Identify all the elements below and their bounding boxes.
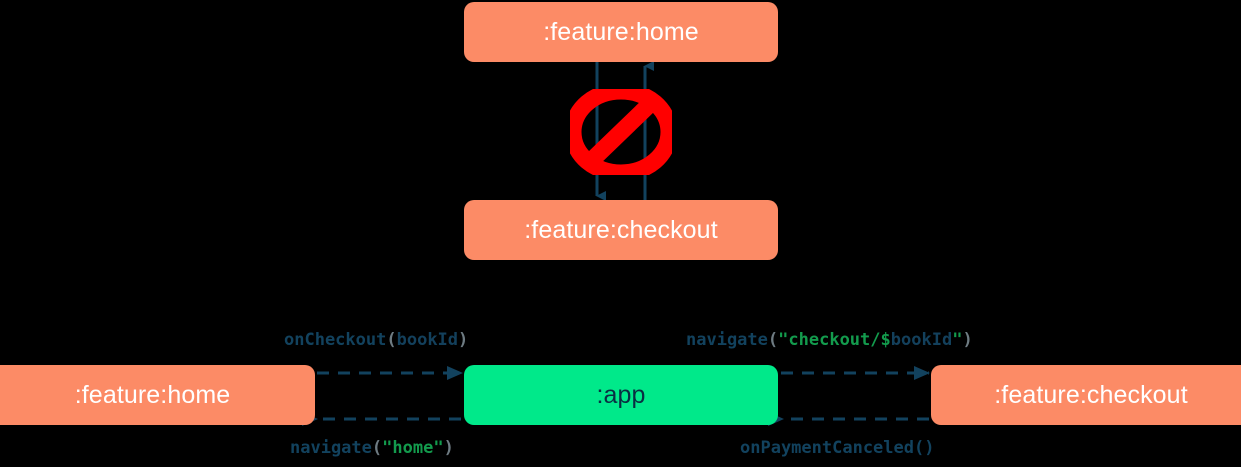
label-token-fn: navigate — [686, 330, 768, 350]
node-label: :feature:checkout — [524, 215, 718, 244]
node-feature-checkout-top[interactable]: :feature:checkout — [464, 200, 778, 260]
prohibition-icon — [570, 89, 672, 175]
node-feature-home-bottom[interactable]: :feature:home — [0, 365, 315, 425]
label-token-open-paren: ( — [371, 438, 383, 458]
node-feature-checkout-bottom[interactable]: :feature:checkout — [931, 365, 1241, 425]
label-token-close-paren: ) — [458, 330, 469, 350]
label-token-path: checkout/ — [788, 330, 881, 350]
label-token-path: home — [392, 438, 434, 458]
label-token-var: bookId — [890, 330, 953, 350]
label-token-open-paren: ( — [914, 438, 925, 458]
label-token-arg: bookId — [396, 330, 459, 350]
label-token-quote-open: " — [382, 438, 393, 458]
node-app[interactable]: :app — [464, 365, 778, 425]
label-token-open-paren: ( — [386, 330, 397, 350]
label-token-quote-close: " — [433, 438, 444, 458]
edge-label-onpaymentcanceled: onPaymentCanceled() — [740, 440, 935, 457]
node-label: :feature:home — [74, 380, 231, 409]
node-label: :feature:home — [543, 17, 699, 46]
label-token-fn: onPaymentCanceled — [740, 438, 914, 458]
edge-label-navigate-home: navigate("home") — [290, 440, 454, 457]
label-token-fn: navigate — [290, 438, 372, 458]
label-token-quote-open: " — [778, 330, 789, 350]
label-token-quote-close: " — [952, 330, 963, 350]
label-token-close-paren: ) — [924, 438, 935, 458]
label-token-dollar: $ — [880, 330, 891, 350]
edge-label-navigate-checkout: navigate("checkout/$bookId") — [686, 332, 973, 349]
edge-label-oncheckout: onCheckout(bookId) — [284, 332, 468, 349]
node-label: :feature:checkout — [994, 380, 1188, 409]
node-feature-home-top[interactable]: :feature:home — [464, 2, 778, 62]
label-token-close-paren: ) — [443, 438, 454, 458]
label-token-open-paren: ( — [767, 330, 779, 350]
label-token-fn: onCheckout — [284, 330, 387, 350]
label-token-close-paren: ) — [962, 330, 973, 350]
node-label: :app — [596, 380, 646, 409]
